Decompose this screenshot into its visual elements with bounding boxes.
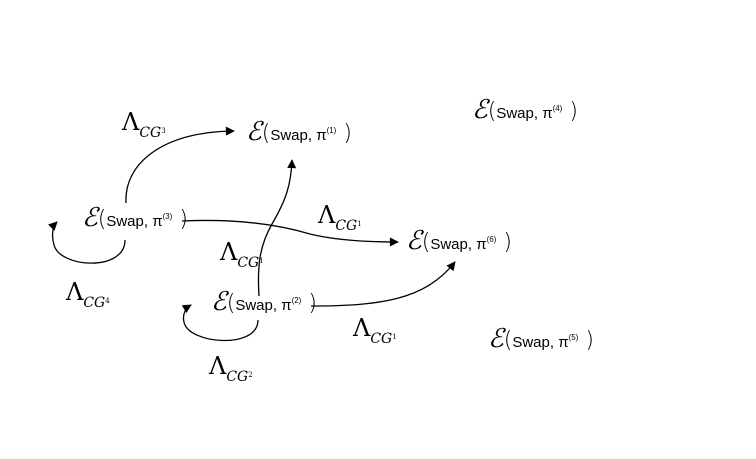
node-superscript: (3): [162, 212, 173, 221]
script-e-symbol: ℰ: [246, 117, 262, 147]
script-e-symbol: ℰ: [211, 287, 227, 317]
node-label: Swap, π: [270, 127, 327, 144]
edge-2-to-6: [310, 261, 456, 307]
script-e-symbol: ℰ: [472, 95, 488, 125]
state-node-6: ℰ(Swap, π(6) ): [406, 226, 512, 256]
script-e-symbol: ℰ: [488, 324, 504, 354]
node-superscript: (2): [291, 296, 302, 305]
edge-3-to-6: [181, 219, 399, 247]
state-node-1: ℰ(Swap, π(1) ): [246, 117, 352, 147]
edge-label-2-self-loop: ΛCG2: [209, 352, 253, 385]
edge-label-3-self-loop: ΛCG4: [66, 278, 110, 311]
edge-2-to-1: [257, 159, 297, 297]
edge-label-2-to-6: ΛCG1: [353, 314, 397, 347]
node-superscript: (6): [486, 235, 497, 244]
state-node-2: ℰ(Swap, π(2) ): [211, 287, 317, 317]
edge-label-3-to-6: ΛCG1: [318, 201, 362, 234]
edge-label-3-to-1: ΛCG3: [122, 108, 166, 141]
node-superscript: (1): [326, 126, 337, 135]
node-label: Swap, π: [512, 334, 569, 351]
node-superscript: (5): [568, 333, 579, 342]
script-e-symbol: ℰ: [406, 226, 422, 256]
edge-3-self-loop: [48, 221, 126, 264]
node-label: Swap, π: [430, 236, 487, 253]
script-e-symbol: ℰ: [82, 203, 98, 233]
node-label: Swap, π: [235, 297, 292, 314]
state-node-4: ℰ(Swap, π(4) ): [472, 95, 578, 125]
edge-2-self-loop: [181, 304, 259, 342]
edge-3-to-1: [125, 126, 235, 204]
node-label: Swap, π: [496, 105, 553, 122]
state-node-3: ℰ(Swap, π(3) ): [82, 203, 188, 233]
edge-label-2-to-1: ΛCG1: [220, 238, 264, 271]
node-superscript: (4): [552, 104, 563, 113]
node-label: Swap, π: [106, 213, 163, 230]
state-node-5: ℰ(Swap, π(5) ): [488, 324, 594, 354]
